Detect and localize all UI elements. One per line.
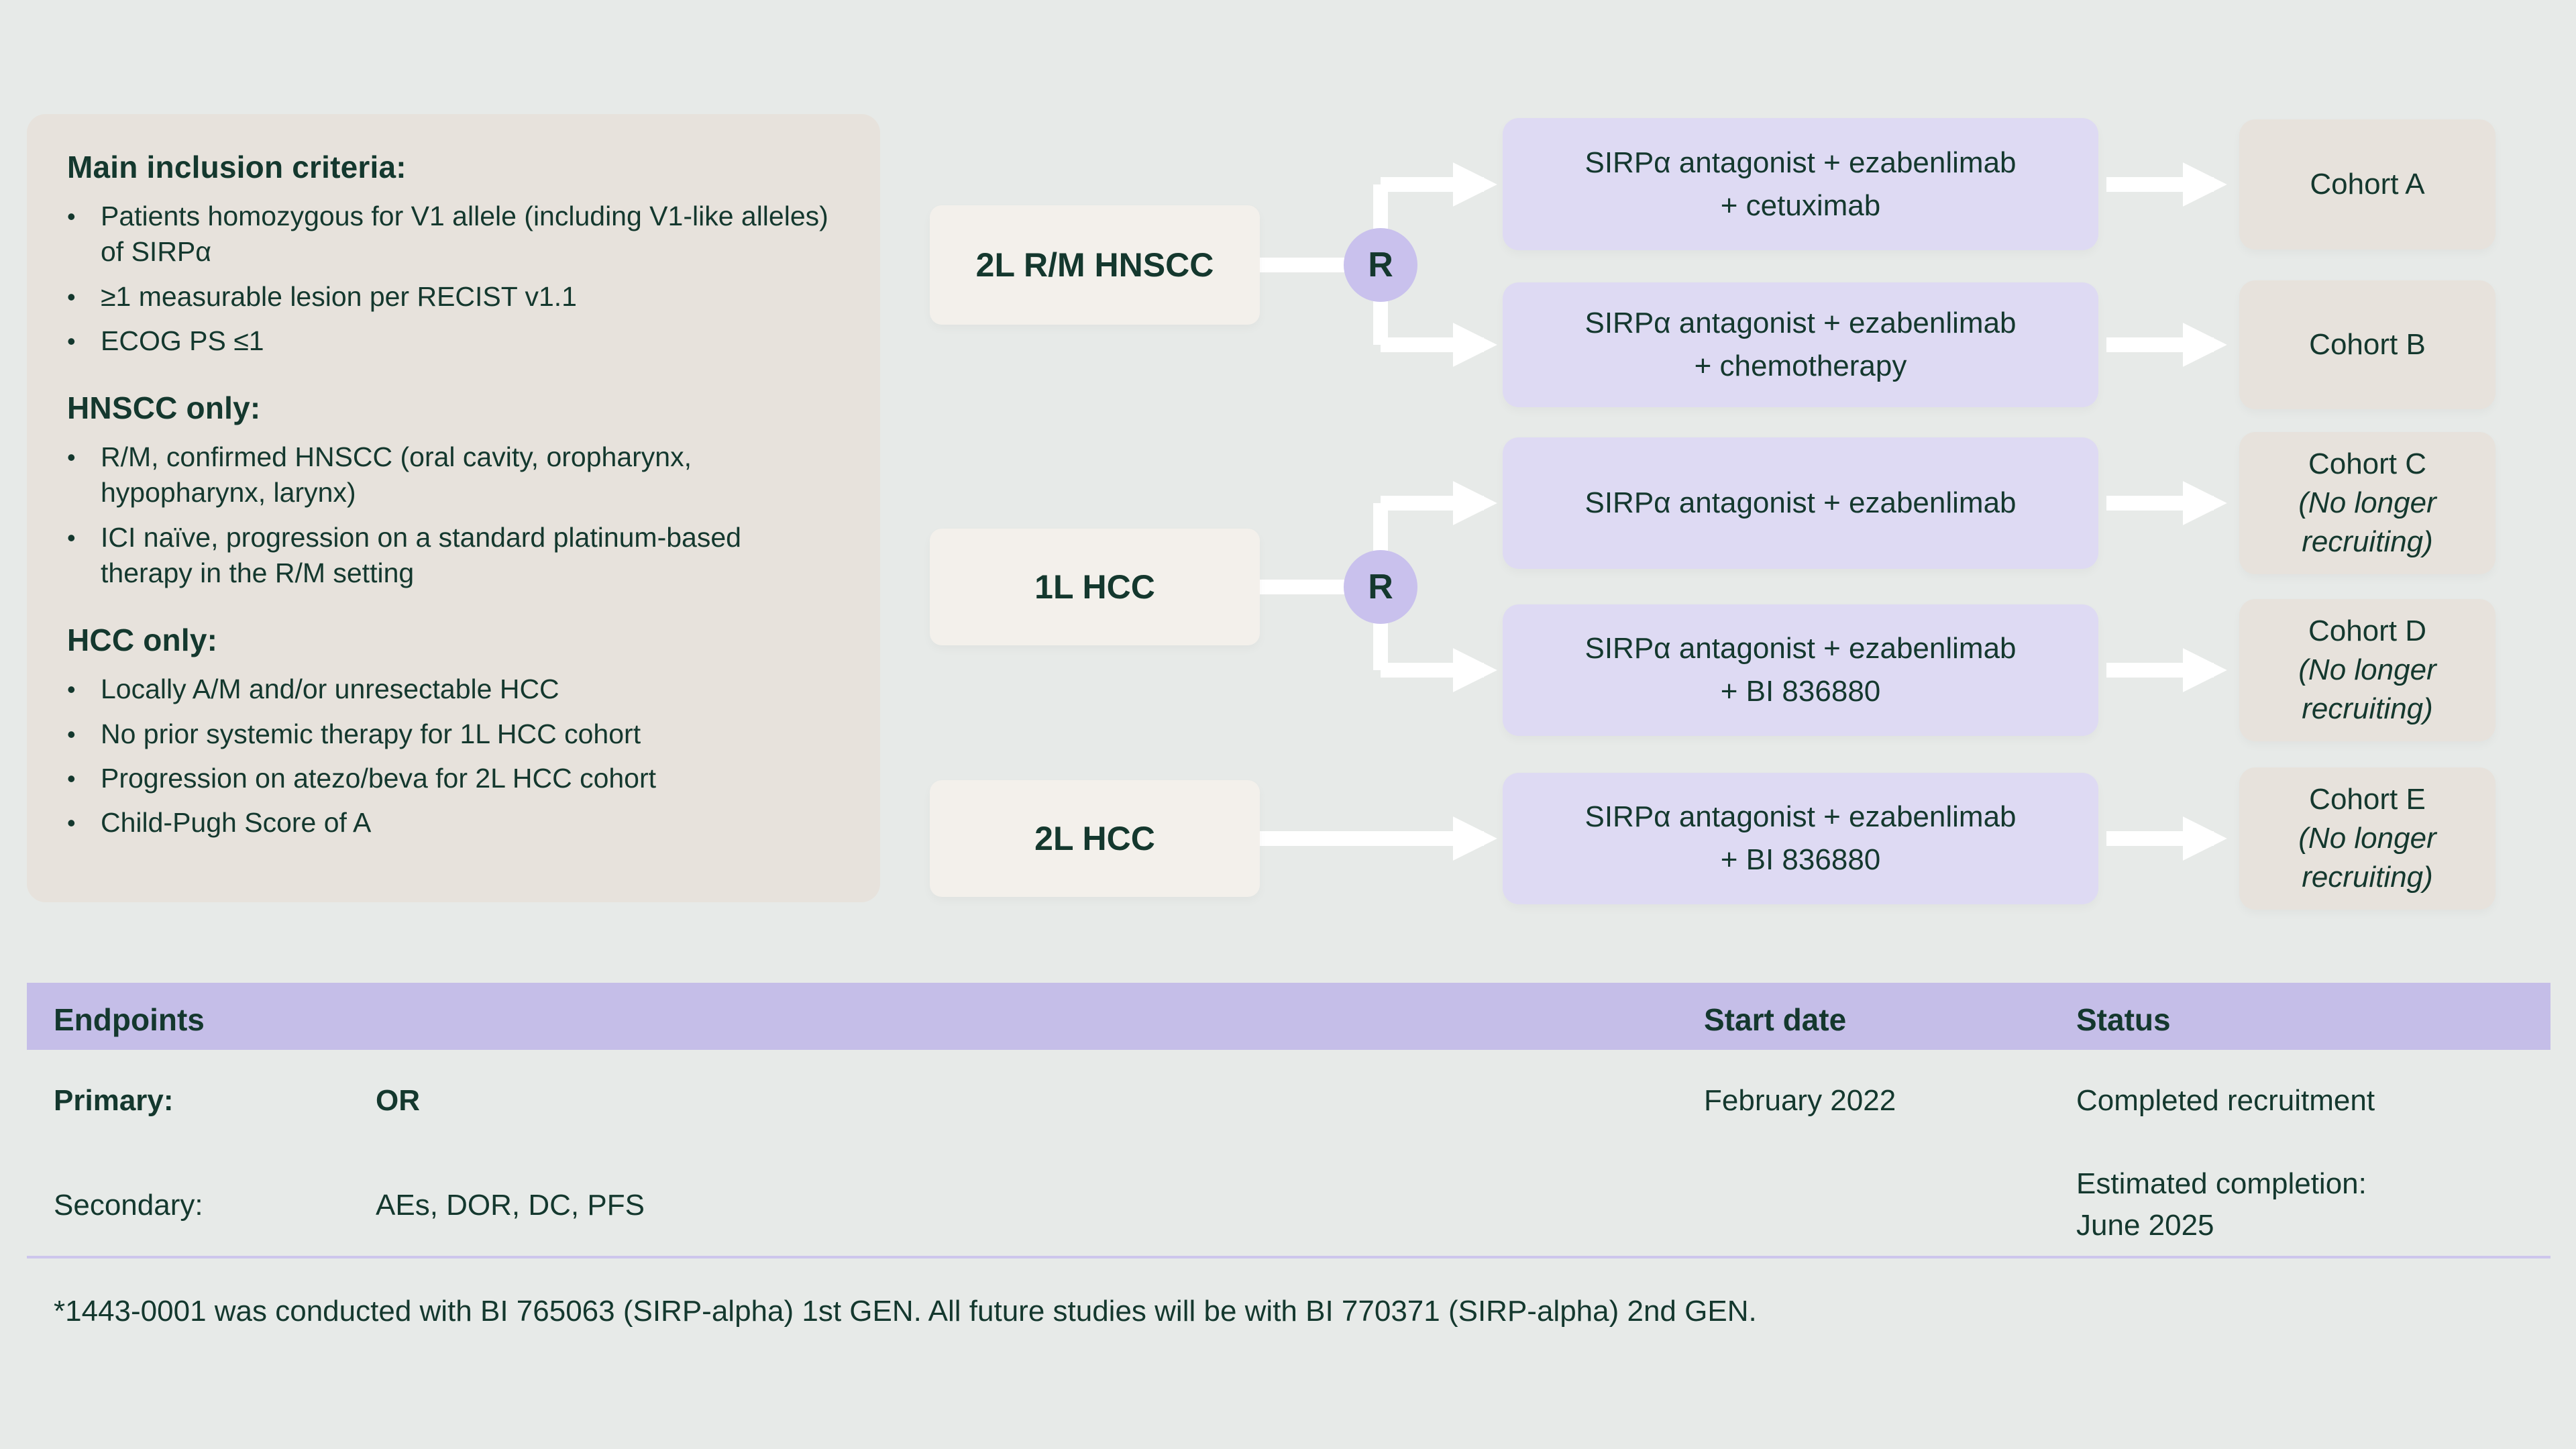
bullet-marker: • <box>67 282 76 311</box>
status-value-line: Estimated completion: <box>2076 1167 2367 1200</box>
bullet-marker: • <box>67 720 76 748</box>
cohort-note: (No longer recruiting) <box>2298 821 2436 894</box>
treatment-box-cohort-a: SIRPα antagonist + ezabenlimab + cetuxim… <box>1503 118 2098 250</box>
criteria-bullet: • R/M, confirmed HNSCC (oral cavity, oro… <box>67 439 837 511</box>
table-header-bar <box>27 983 2551 1050</box>
cohort-box-b: Cohort B <box>2239 280 2496 409</box>
footnote-text: *1443-0001 was conducted with BI 765063 … <box>54 1295 1757 1328</box>
criteria-bullet: • Child-Pugh Score of A <box>67 805 837 841</box>
endpoint-row-value: AEs, DOR, DC, PFS <box>376 1189 645 1222</box>
criteria-section-heading: HNSCC only: <box>67 390 261 426</box>
criteria-bullet: • Locally A/M and/or unresectable HCC <box>67 672 837 707</box>
cohort-box-e: Cohort E (No longer recruiting) <box>2239 767 2496 910</box>
randomization-letter: R <box>1368 568 1393 606</box>
bullet-text: ICI naïve, progression on a standard pla… <box>101 521 741 589</box>
endpoint-row-label: Secondary: <box>54 1189 203 1222</box>
treatment-line: + BI 836880 <box>1720 675 1881 708</box>
cohort-name: Cohort D <box>2308 614 2427 647</box>
treatment-line: SIRPα antagonist + ezabenlimab <box>1585 146 2017 179</box>
bullet-marker: • <box>67 676 76 704</box>
bullet-text: No prior systemic therapy for 1L HCC coh… <box>101 718 641 749</box>
criteria-bullet: • ≥1 measurable lesion per RECIST v1.1 <box>67 279 837 315</box>
bullet-text: ≥1 measurable lesion per RECIST v1.1 <box>101 280 577 312</box>
randomization-circle: R <box>1344 550 1417 624</box>
criteria-section-heading: HCC only: <box>67 623 218 658</box>
cohort-box-d: Cohort D (No longer recruiting) <box>2239 599 2496 741</box>
bullet-marker: • <box>67 203 76 230</box>
stage-label: 1L HCC <box>1034 568 1155 606</box>
bullet-text: Progression on atezo/beva for 2L HCC coh… <box>101 762 657 794</box>
endpoint-row-value: OR <box>376 1084 420 1117</box>
status-value-line: June 2025 <box>2076 1209 2214 1242</box>
treatment-box-cohort-d: SIRPα antagonist + ezabenlimab + BI 8368… <box>1503 604 2098 736</box>
bullet-marker: • <box>67 443 76 472</box>
criteria-bullet: • ICI naïve, progression on a standard p… <box>67 520 837 592</box>
table-header-endpoints: Endpoints <box>54 1002 205 1037</box>
treatment-line: SIRPα antagonist + ezabenlimab <box>1585 632 2017 665</box>
treatment-line: SIRPα antagonist + ezabenlimab <box>1585 800 2017 834</box>
table-header-status: Status <box>2076 1002 2171 1037</box>
start-date-value: February 2022 <box>1704 1084 1896 1117</box>
stage-label: 2L R/M HNSCC <box>975 246 1214 284</box>
treatment-box-cohort-c: SIRPα antagonist + ezabenlimab <box>1503 437 2098 569</box>
table-header-start-date: Start date <box>1704 1002 1847 1037</box>
criteria-section-heading: Main inclusion criteria: <box>67 150 407 184</box>
stage-box-2l-hcc: 2L HCC <box>930 780 1260 897</box>
treatment-line: SIRPα antagonist + ezabenlimab <box>1585 307 2017 340</box>
criteria-bullet: • Patients homozygous for V1 allele (inc… <box>67 199 837 270</box>
treatment-box-cohort-b: SIRPα antagonist + ezabenlimab + chemoth… <box>1503 282 2098 407</box>
treatment-line: + BI 836880 <box>1720 843 1881 876</box>
bullet-text: Child-Pugh Score of A <box>101 807 372 839</box>
cohort-note: (No longer recruiting) <box>2298 486 2436 559</box>
randomization-letter: R <box>1368 246 1393 284</box>
cohort-name: Cohort E <box>2309 782 2426 816</box>
treatment-box-cohort-e: SIRPα antagonist + ezabenlimab + BI 8368… <box>1503 773 2098 904</box>
inclusion-criteria-panel: Main inclusion criteria: • Patients homo… <box>27 114 880 902</box>
cohort-name: Cohort C <box>2308 447 2427 480</box>
bullet-text: Locally A/M and/or unresectable HCC <box>101 674 559 705</box>
stage-box-1l-hcc: 1L HCC <box>930 529 1260 645</box>
treatment-line: + cetuximab <box>1720 189 1881 222</box>
criteria-bullet: • Progression on atezo/beva for 2L HCC c… <box>67 761 837 796</box>
stage-box-2l-rm-hnscc: 2L R/M HNSCC <box>930 205 1260 325</box>
cohort-note: (No longer recruiting) <box>2298 653 2436 726</box>
status-value: Completed recruitment <box>2076 1084 2375 1117</box>
randomization-circle: R <box>1344 228 1417 302</box>
bullet-text: Patients homozygous for V1 allele (inclu… <box>101 201 828 268</box>
endpoint-row-label: Primary: <box>54 1084 174 1117</box>
bullet-marker: • <box>67 523 76 551</box>
cohort-name: Cohort A <box>2310 167 2425 201</box>
cohort-box-a: Cohort A <box>2239 119 2496 250</box>
criteria-bullet: • No prior systemic therapy for 1L HCC c… <box>67 716 837 752</box>
treatment-line: SIRPα antagonist + ezabenlimab <box>1585 486 2017 520</box>
bullet-text: ECOG PS ≤1 <box>101 325 264 356</box>
bullet-marker: • <box>67 809 76 837</box>
table-bottom-divider <box>27 1256 2551 1258</box>
treatment-line: + chemotherapy <box>1694 350 1907 382</box>
bullet-marker: • <box>67 764 76 792</box>
cohort-name: Cohort B <box>2309 327 2426 361</box>
bullet-text: R/M, confirmed HNSCC (oral cavity, oroph… <box>101 441 692 508</box>
bullet-marker: • <box>67 327 76 355</box>
stage-label: 2L HCC <box>1034 820 1155 857</box>
cohort-box-c: Cohort C (No longer recruiting) <box>2239 432 2496 574</box>
criteria-bullet: • ECOG PS ≤1 <box>67 323 837 359</box>
